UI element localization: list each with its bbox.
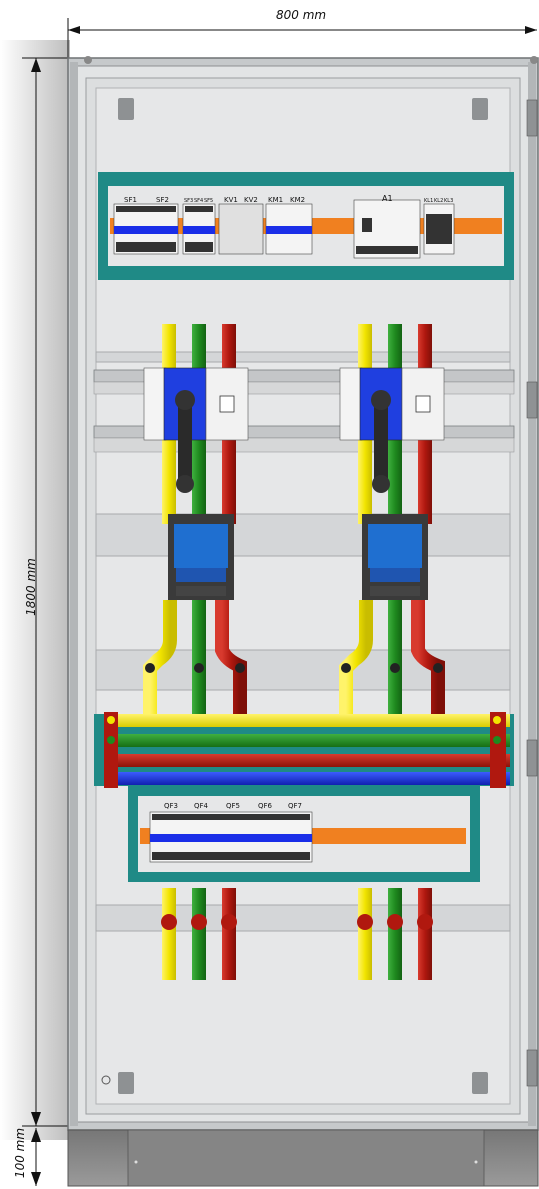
label-a1: A1 [382,194,393,203]
load-switch-left [143,367,249,493]
label-kv1: KV1 [224,196,238,204]
plinth-label: 100 mm [13,1127,27,1179]
plinth-dimension [31,1128,41,1186]
label-qf7: QF7 [288,802,302,810]
label-qf3: QF3 [164,802,178,810]
phase-drops [143,600,445,766]
label-qf4: QF4 [194,802,208,810]
height-label: 1800 mm [24,558,38,616]
label-kl2: KL2 [434,198,444,204]
width-dimension [67,18,537,70]
plinth [67,1129,539,1187]
label-sf5: SF5 [204,198,214,204]
label-kl1: KL1 [424,198,434,204]
label-sf4: SF4 [194,198,204,204]
label-qf5: QF5 [226,802,240,810]
label-sf1: SF1 [124,196,137,204]
width-label: 800 mm [276,8,327,22]
output-stubs [161,888,433,980]
main-busbars [94,712,514,788]
breaker-left [168,514,234,600]
label-km1: KM1 [268,196,284,204]
bottom-module [128,786,480,882]
top-module [98,172,514,280]
label-qf6: QF6 [258,802,272,810]
height-dimension [22,57,75,1127]
breaker-right [362,514,428,600]
label-sf3: SF3 [184,198,194,204]
load-switch-right [339,367,445,493]
label-kv2: KV2 [244,196,258,204]
side-background [0,40,70,1140]
label-sf2: SF2 [156,196,169,204]
label-km2: KM2 [290,196,306,204]
label-kl3: KL3 [444,198,454,204]
